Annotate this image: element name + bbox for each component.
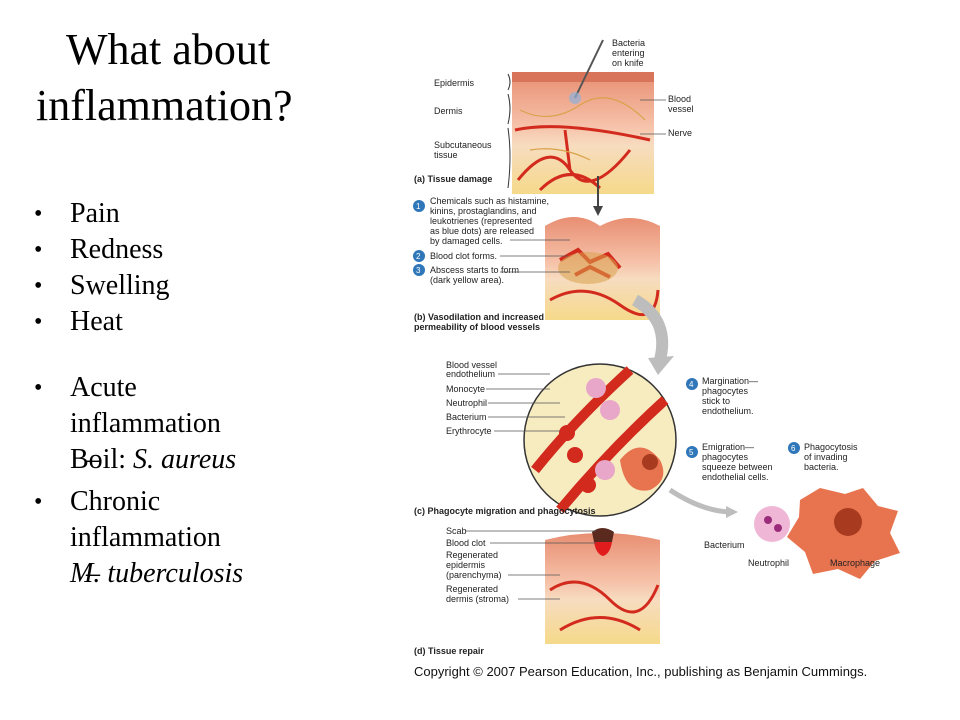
bullet-redness: •Redness xyxy=(34,234,164,265)
caption-a: (a) Tissue damage xyxy=(414,174,492,184)
step4-text-2: phagocytes xyxy=(702,386,749,396)
step5-text-1: Emigration— xyxy=(702,442,754,452)
step2-text: Blood clot forms. xyxy=(430,251,497,261)
step4-text-4: endothelium. xyxy=(702,406,754,416)
svg-text:5: 5 xyxy=(689,448,694,457)
label-bacteria-2: entering xyxy=(612,48,645,58)
label-regen-3: (parenchyma) xyxy=(446,570,502,580)
label-epidermis: Epidermis xyxy=(434,78,475,88)
copyright-notice: Copyright © 2007 Pearson Education, Inc.… xyxy=(414,664,868,679)
title-line-2: inflammation? xyxy=(36,81,293,130)
label-bacterium-right: Bacterium xyxy=(704,540,745,550)
label-neutrophil: Neutrophil xyxy=(446,398,487,408)
label-subcutaneous: Subcutaneous xyxy=(434,140,492,150)
label-endothelium: endothelium xyxy=(446,369,495,379)
label-regen-5: dermis (stroma) xyxy=(446,594,509,604)
label-erythrocyte: Erythrocyte xyxy=(446,426,492,436)
step1-text-5: by damaged cells. xyxy=(430,236,503,246)
svg-text:6: 6 xyxy=(791,444,796,453)
label-blood-vessel: Blood vessel xyxy=(446,360,497,370)
chronic-example: –M. tuberculosis xyxy=(70,558,244,589)
step6-text-1: Phagocytosis xyxy=(804,442,858,452)
svg-text:2: 2 xyxy=(416,252,421,261)
step-badges-b: 1 2 3 xyxy=(413,200,425,276)
label-nerve: Nerve xyxy=(668,128,692,138)
caption-b-1: (b) Vasodilation and increased xyxy=(414,312,544,322)
panel-b-skin xyxy=(545,217,660,320)
label-macrophage: Macrophage xyxy=(830,558,880,568)
step5-text-4: endothelial cells. xyxy=(702,472,769,482)
panel-d-skin xyxy=(545,528,660,644)
svg-text:1: 1 xyxy=(416,202,421,211)
phagocytosis-cells xyxy=(754,488,900,579)
label-regen-4: Regenerated xyxy=(446,584,498,594)
step5-text-3: squeeze between xyxy=(702,462,773,472)
label-subcutaneous-2: tissue xyxy=(434,150,458,160)
title-line-1: What about xyxy=(66,25,271,74)
panel-a-skin xyxy=(512,39,654,194)
slide-title: What about inflammation? xyxy=(36,22,376,134)
label-vessel: vessel xyxy=(668,104,694,114)
label-blood: Blood xyxy=(668,94,691,104)
panel-c-vessel xyxy=(523,363,677,517)
svg-text:3: 3 xyxy=(416,266,421,275)
step4-text-3: stick to xyxy=(702,396,730,406)
label-bacterium-c: Bacterium xyxy=(446,412,487,422)
label-bacteria: Bacteria xyxy=(612,38,645,48)
label-scab: Scab xyxy=(446,526,467,536)
label-regen-2: epidermis xyxy=(446,560,486,570)
inflammation-figure: Epidermis Dermis Subcutaneous tissue Bac… xyxy=(413,38,900,656)
bullet-swelling: •Swelling xyxy=(34,270,170,301)
label-regen-1: Regenerated xyxy=(446,550,498,560)
caption-c: (c) Phagocyte migration and phagocytosis xyxy=(414,506,596,516)
step1-text-1: Chemicals such as histamine, xyxy=(430,196,549,206)
step5-text-2: phagocytes xyxy=(702,452,749,462)
spacer xyxy=(32,340,392,370)
caption-d: (d) Tissue repair xyxy=(414,646,484,656)
label-monocyte: Monocyte xyxy=(446,384,485,394)
step1-text-2: kinins, prostaglandins, and xyxy=(430,206,537,216)
acute-example: –Boil: S. aureus xyxy=(70,444,237,475)
step6-text-2: of invading xyxy=(804,452,848,462)
step3-text-1: Abscess starts to form xyxy=(430,265,519,275)
step4-text-1: Margination— xyxy=(702,376,758,386)
caption-b-2: permeability of blood vessels xyxy=(414,322,540,332)
step3-text-2: (dark yellow area). xyxy=(430,275,504,285)
label-dermis: Dermis xyxy=(434,106,463,116)
step1-text-4: as blue dots) are released xyxy=(430,226,534,236)
step1-text-3: leukotrienes (represented xyxy=(430,216,532,226)
step6-text-3: bacteria. xyxy=(804,462,839,472)
label-blood-clot: Blood clot xyxy=(446,538,486,548)
label-bacteria-3: on knife xyxy=(612,58,644,68)
bullet-heat: •Heat xyxy=(34,306,123,337)
label-neutrophil-right: Neutrophil xyxy=(748,558,789,568)
bullet-pain: •Pain xyxy=(34,198,120,229)
svg-text:4: 4 xyxy=(689,380,694,389)
